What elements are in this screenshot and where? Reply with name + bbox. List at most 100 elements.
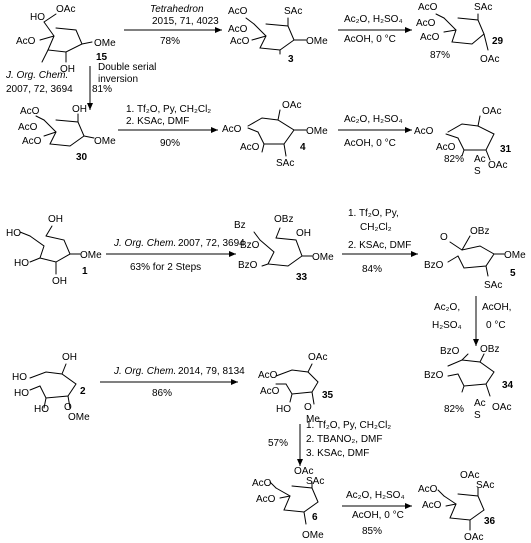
compound-35: OAc AcO AcO HO O Me 35 <box>258 352 334 425</box>
reaction-yield: 87% <box>430 50 450 61</box>
group-sac: SAc <box>284 6 302 17</box>
group-ome: OMe <box>306 126 328 137</box>
group-oac: OAc <box>282 100 301 111</box>
compound-number: 31 <box>500 144 512 155</box>
compound-2: OH HO HO HO OMe O 2 <box>12 352 90 423</box>
reference-journal: J. Org. Chem. <box>113 366 176 377</box>
reaction-yield: 84% <box>362 264 382 275</box>
group-aco: AcO <box>422 500 442 511</box>
compound-15: HO OAc AcO OH OMe 15 <box>16 4 116 75</box>
group-sac: SAc <box>476 480 494 491</box>
arrowhead <box>229 251 236 257</box>
group-ho: HO <box>12 372 27 383</box>
group-bzo: BzO <box>238 260 258 271</box>
arrowhead <box>473 339 479 346</box>
reference-citation: 2007, 72, 3694 <box>6 84 73 95</box>
arrowhead <box>405 127 412 133</box>
group-aco: AcO <box>228 24 248 35</box>
group-oac: OAc <box>464 532 483 543</box>
compound-number: 3 <box>288 54 294 65</box>
group-obz: OBz <box>480 344 499 355</box>
group-aco: AcO <box>252 478 272 489</box>
compound-number: 36 <box>484 516 496 527</box>
group-aco: AcO <box>240 142 260 153</box>
reagent-line: AcOH, 0 °C <box>352 510 404 521</box>
arrowhead <box>411 251 418 257</box>
compound-number: 2 <box>80 386 86 397</box>
reagent-line: 1. Tf₂O, Py, CH₂Cl₂ <box>306 420 391 431</box>
group-o: O <box>440 232 448 243</box>
group-o: O <box>304 402 312 413</box>
group-oh: OH <box>52 276 67 287</box>
group-bzo: BzO <box>240 240 260 251</box>
group-ho: HO <box>14 258 29 269</box>
group-aco: AcO <box>230 36 250 47</box>
group-aco: AcO <box>414 126 434 137</box>
compound-31: OAc AcO AcO 82% Ac S OAc 31 <box>414 106 512 177</box>
group-aco: AcO <box>436 142 456 153</box>
group-oac: OAc <box>294 466 313 477</box>
arrowhead <box>405 27 412 33</box>
compound-number: 29 <box>492 36 504 47</box>
reaction-yield: 57% <box>268 438 288 449</box>
reagent-line: 2. KSAc, DMF <box>126 116 189 127</box>
compound-33: Bz OBz BzO BzO OH OMe 33 <box>234 214 334 283</box>
group-me: Me <box>306 414 320 425</box>
reference-citation: 2007, 72, 3694 <box>178 238 245 249</box>
arrowhead <box>231 379 238 385</box>
reaction-yield: 90% <box>160 138 180 149</box>
group-o: O <box>64 402 72 413</box>
compound-30: AcO OH AcO AcO OMe 30 <box>18 104 116 163</box>
group-s: S <box>474 410 481 421</box>
group-sac: SAc <box>474 2 492 13</box>
compound-number: 15 <box>96 52 108 63</box>
group-oac: OAc <box>482 106 501 117</box>
group-obz: OBz <box>274 214 293 225</box>
reagent-line: 1. Tf₂O, Py, CH₂Cl₂ <box>126 104 211 115</box>
reference-citation: 2014, 79, 8134 <box>178 366 245 377</box>
group-ome: OMe <box>68 412 90 423</box>
compound-36: AcO OAc SAc AcO OAc 36 <box>418 470 496 543</box>
group-ome: OMe <box>302 530 324 541</box>
reagent-line: 3. KSAc, DMF <box>306 448 369 459</box>
group-oac: OAc <box>308 352 327 363</box>
group-sac: SAc <box>484 280 502 291</box>
group-bzo: BzO <box>424 370 444 381</box>
group-aco: AcO <box>260 386 280 397</box>
group-oh: OH <box>48 214 63 225</box>
compound-number: 5 <box>510 268 516 279</box>
compound-number: 6 <box>312 512 318 523</box>
reference-journal: Tetrahedron <box>150 4 204 15</box>
group-ome: OMe <box>94 136 116 147</box>
reagent-line: Ac₂O, <box>434 302 460 313</box>
arrowhead <box>297 459 303 466</box>
compound-6: AcO OAc SAc AcO OMe 6 <box>252 466 324 541</box>
group-aco: AcO <box>20 106 40 117</box>
group-aco: AcO <box>228 6 248 17</box>
group-ome: OMe <box>312 252 334 263</box>
compound-3: AcO SAc AcO AcO OMe 3 <box>228 6 328 65</box>
reaction-yield: 81% <box>92 84 112 95</box>
compound-number: 4 <box>300 142 306 153</box>
reagent-line: H₂SO₄ <box>432 320 462 331</box>
compound-number: 35 <box>322 390 334 401</box>
reagent-line: Ac₂O, H₂SO₄ <box>344 114 403 125</box>
group-bz: Bz <box>234 220 246 231</box>
group-oac: OAc <box>460 470 479 481</box>
group-ho: HO <box>6 228 21 239</box>
group-oac: OAc <box>56 4 75 15</box>
group-ho: HO <box>30 12 45 23</box>
arrowhead <box>215 27 222 33</box>
reaction-note: Double serial <box>98 62 156 73</box>
reaction-yield: 82% <box>444 154 464 165</box>
group-ome: OMe <box>94 38 116 49</box>
group-ome: OMe <box>80 250 102 261</box>
group-ome: OMe <box>504 250 526 261</box>
group-aco: AcO <box>22 136 42 147</box>
compound-number: 1 <box>82 266 88 277</box>
group-aco: AcO <box>18 122 38 133</box>
reagent-line: CH₂Cl₂ <box>360 222 392 233</box>
group-aco: AcO <box>418 484 438 495</box>
